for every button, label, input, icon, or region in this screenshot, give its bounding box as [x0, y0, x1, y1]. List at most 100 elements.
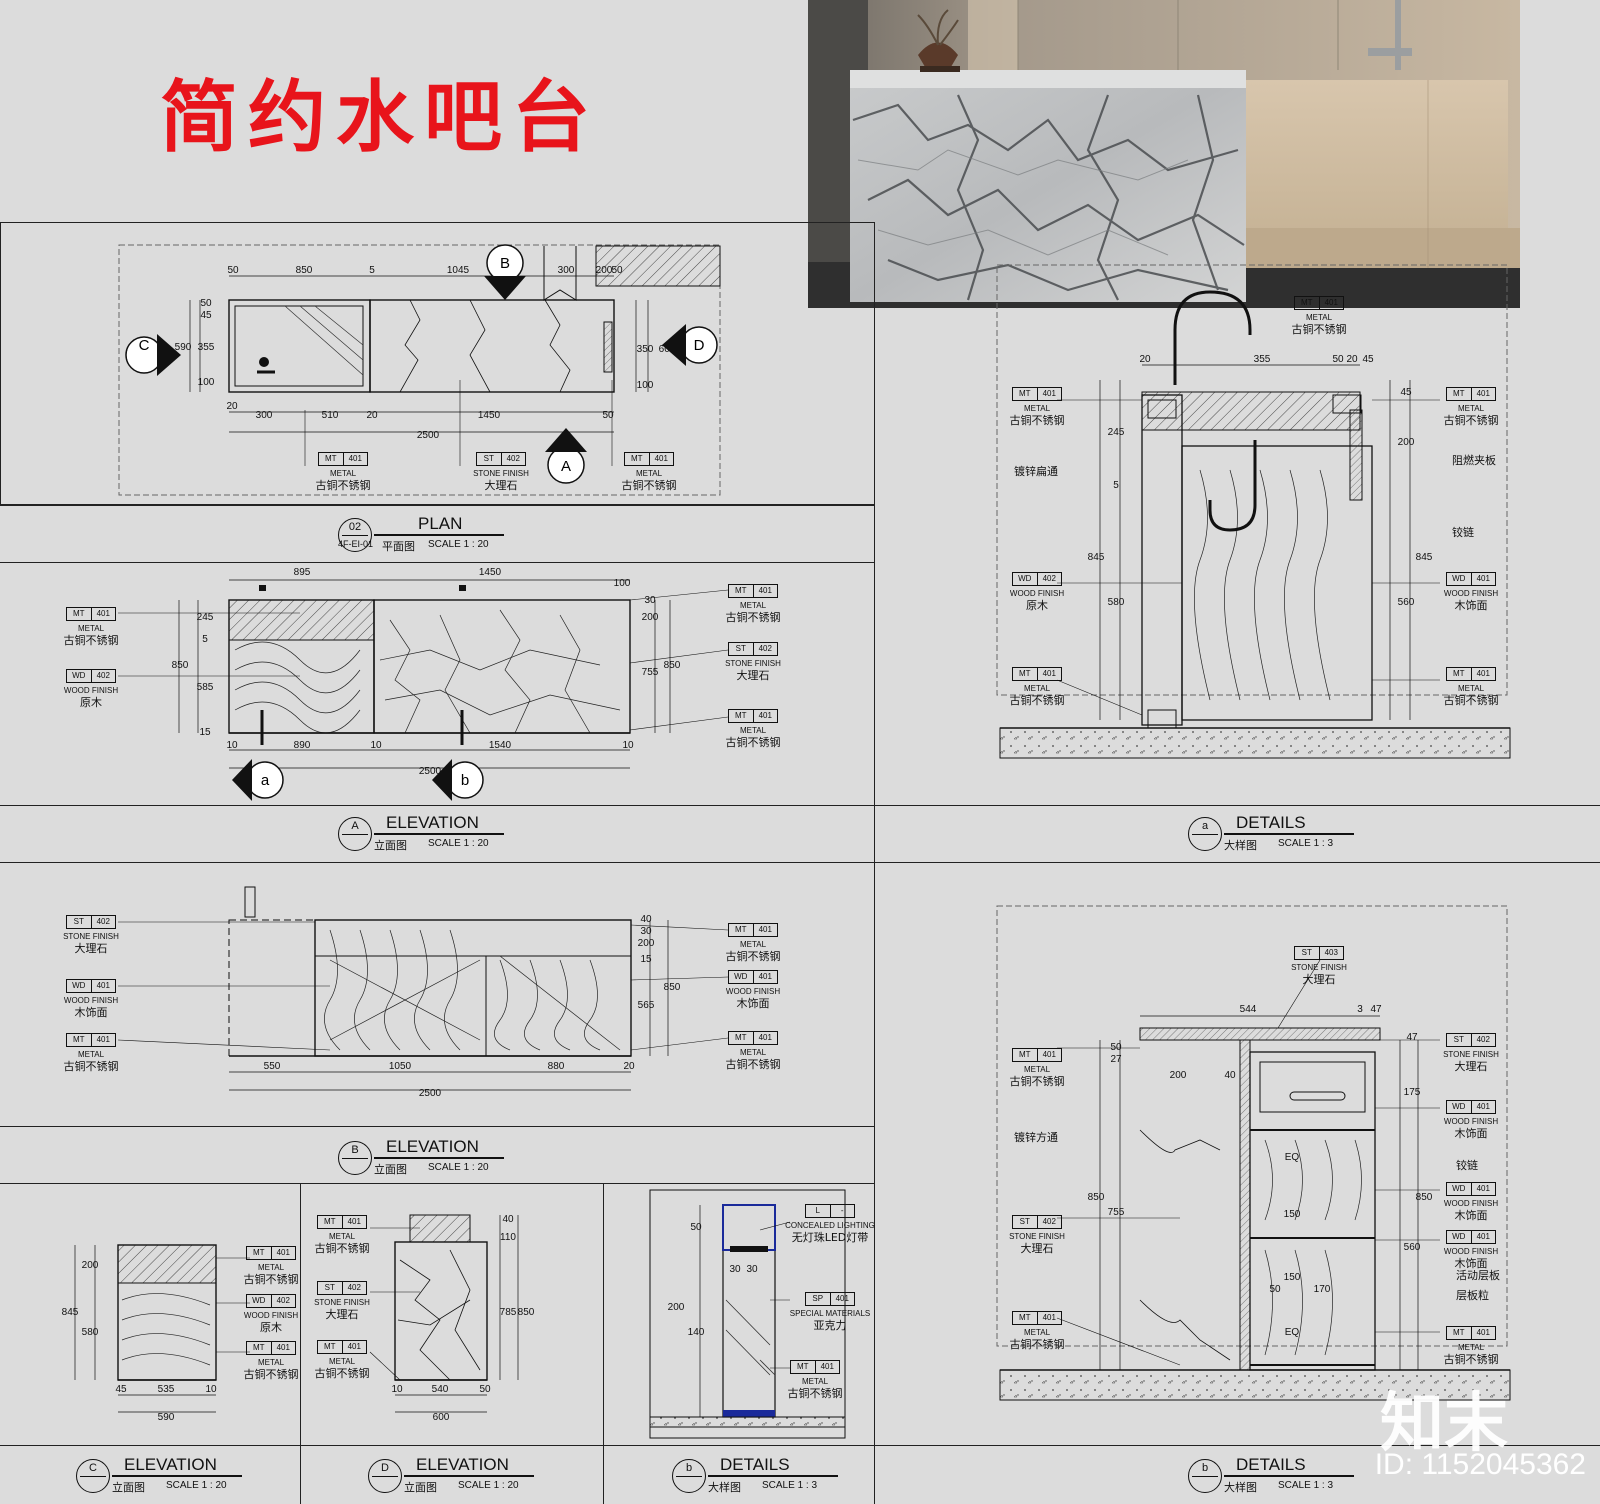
detSmall-dim-2: 30 — [746, 1264, 758, 1275]
plan-dim-total: 2500 — [417, 430, 440, 441]
elevA-dim-right-2: 200 — [642, 612, 659, 623]
detSmall-dim-4: 200 — [668, 1302, 685, 1313]
detSmall-dim-1: 30 — [729, 1264, 741, 1275]
detA-dim-right-3: 845 — [1416, 552, 1433, 563]
detA-dim-right-1: 45 — [1400, 387, 1412, 398]
plan-dim-top-6: 200 — [596, 265, 613, 276]
detA-dim-left-3: 845 — [1088, 552, 1105, 563]
marker-B: B — [500, 255, 510, 272]
detB-dim-inner-5: EQ — [1285, 1152, 1300, 1163]
detB-dim-left-2: 27 — [1110, 1054, 1122, 1065]
elevation-B — [228, 886, 669, 1091]
elevB-dim-bot-2: 1050 — [389, 1061, 412, 1072]
elevC-dim-left-3: 845 — [62, 1307, 79, 1318]
detB-dim-inner-4: 50 — [1269, 1284, 1281, 1295]
plan-dim-bot-4: 20 — [366, 410, 378, 421]
elevA-dim-bot-1: 10 — [226, 740, 238, 751]
detB-dim-right-2: 175 — [1404, 1087, 1421, 1098]
elevD-dim-right-2: 110 — [500, 1232, 516, 1243]
elevA-dim-bot-3: 10 — [370, 740, 382, 751]
plan-dim-left-5: 590 — [175, 342, 192, 353]
detB-dim-right-3: 850 — [1416, 1192, 1433, 1203]
marker-C: C — [139, 337, 150, 354]
detA-dim-right-4: 560 — [1398, 597, 1415, 608]
detSmall-dim-5: 140 — [688, 1327, 705, 1338]
elevD-dim-right-1: 40 — [502, 1214, 514, 1225]
elevA-dim-top-1: 895 — [294, 567, 311, 578]
elevA-dim-labels: 895 1450 10 890 10 1540 10 2500 245 5 58… — [172, 567, 681, 777]
elevB-dim-total: 2500 — [419, 1088, 442, 1099]
plan-dim-right-2: 100 — [637, 380, 654, 391]
elevation-A — [178, 579, 671, 769]
detA-dim-right-2: 200 — [1398, 437, 1415, 448]
elevA-dim-top-2: 1450 — [479, 567, 502, 578]
detB-dim-inner-3: 170 — [1314, 1284, 1331, 1295]
detA-dim-left-4: 580 — [1108, 597, 1125, 608]
plan-dim-bot-6: 50 — [602, 410, 614, 421]
elevB-dim-right-2: 30 — [640, 926, 652, 937]
elevB-dim-bot-1: 550 — [264, 1061, 281, 1072]
plan-dim-bot-2: 300 — [256, 410, 273, 421]
elevD-dim-bot-2: 540 — [432, 1384, 449, 1395]
watermark-logo: 知末 — [1380, 1387, 1508, 1461]
detB-dim-top-2: 3 — [1357, 1004, 1363, 1015]
marker-a: a — [261, 772, 270, 789]
detB-dim-labels: 544 3 47 50 27 200 40 850 755 47 175 850… — [1088, 1004, 1433, 1338]
elevC-dim-labels: 45 535 10 590 200 580 845 — [62, 1260, 217, 1423]
elevA-dim-right-5: 100 — [614, 578, 631, 589]
elevA-dim-right-3: 755 — [642, 667, 659, 678]
detA-dim-top-3: 50 — [1332, 354, 1344, 365]
elevation-D — [394, 1214, 519, 1413]
detSmall-dim-labels: 30 30 50 200 140 — [668, 1222, 758, 1338]
plan-dim-left-3: 355 — [198, 342, 215, 353]
elevD-dim-labels: 10 540 50 600 40 110 785 850 — [391, 1214, 534, 1423]
elevA-dim-right-1: 30 — [644, 595, 656, 606]
plan-dim-top-3: 5 — [369, 265, 375, 276]
elevC-dim-bot-3: 10 — [205, 1384, 217, 1395]
detA-dim-top-5: 45 — [1362, 354, 1374, 365]
detB-dim-inner-6: EQ — [1285, 1327, 1300, 1338]
elevB-dim-right-6: 850 — [664, 982, 681, 993]
elevA-dim-left-2: 5 — [202, 634, 208, 645]
elevA-dim-left-1: 245 — [197, 612, 214, 623]
elevD-dim-bot-1: 10 — [391, 1384, 403, 1395]
elevD-dim-bot-3: 50 — [479, 1384, 491, 1395]
detA-dim-top-2: 355 — [1254, 354, 1271, 365]
plan-dimensions — [189, 275, 649, 433]
plan-dim-labels: 50 850 5 1045 300 200 50 20 300 510 20 1… — [175, 265, 676, 441]
plan-dim-top-4: 1045 — [447, 265, 470, 276]
marker-A: A — [561, 458, 571, 475]
detA-dim-top-4: 20 — [1346, 354, 1358, 365]
elevD-dim-right-3: 785 — [500, 1307, 517, 1318]
elevD-dim-right-4: 850 — [518, 1307, 535, 1318]
elevC-dim-left-2: 580 — [82, 1327, 99, 1338]
elevC-dim-left-1: 200 — [82, 1260, 99, 1271]
elevB-dim-right-5: 565 — [638, 1000, 655, 1011]
leader-lines — [117, 380, 1440, 1381]
plan-dim-top-1: 50 — [227, 265, 239, 276]
elevA-dim-left-4: 15 — [199, 727, 211, 738]
elevB-dim-labels: 550 1050 880 20 2500 40 30 200 15 565 85… — [264, 914, 681, 1099]
plan-dim-left-1: 50 — [200, 298, 212, 309]
elevB-dim-right-1: 40 — [640, 914, 652, 925]
detB-dim-left-1: 50 — [1110, 1042, 1122, 1053]
plan-dim-top-7: 50 — [611, 265, 623, 276]
detB-dim-inner-1: 150 — [1284, 1209, 1301, 1220]
marker-D: D — [694, 337, 705, 354]
marker-b: b — [461, 772, 469, 789]
elevA-dim-bot-2: 890 — [294, 740, 311, 751]
elevA-dim-left-5: 850 — [172, 660, 189, 671]
plan-dim-bot-1: 20 — [226, 401, 238, 412]
elevA-dim-bot-4: 1540 — [489, 740, 512, 751]
detB-dim-right-4: 560 — [1404, 1242, 1421, 1253]
elevA-dim-total: 2500 — [419, 766, 442, 777]
plan-view — [118, 244, 721, 496]
elevA-dim-bot-5: 10 — [622, 740, 634, 751]
detB-dim-top-1: 544 — [1240, 1004, 1257, 1015]
elevB-dim-bot-4: 20 — [623, 1061, 635, 1072]
elevB-dim-right-4: 15 — [640, 954, 652, 965]
detA-dim-left-1: 245 — [1108, 427, 1125, 438]
detB-dim-right-1: 47 — [1406, 1032, 1418, 1043]
detail-b — [996, 905, 1511, 1401]
elevC-dim-bot-1: 45 — [115, 1384, 127, 1395]
